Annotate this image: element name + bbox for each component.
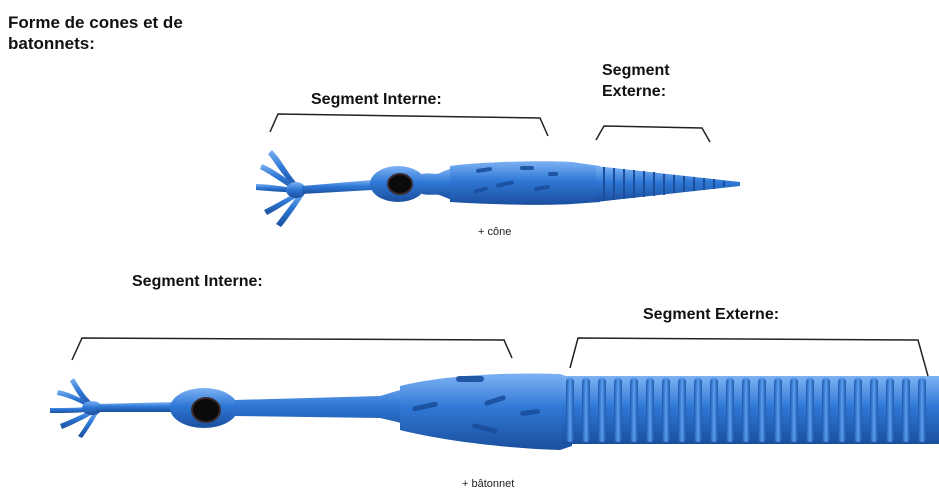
cone-cell [256,150,740,227]
rod-outer-segment-bracket [570,338,928,376]
cone-outer-segment-bracket [596,126,710,142]
cone-axon [302,180,372,194]
rod-inner-segment-bracket [72,338,512,360]
rod-discs [566,378,926,442]
cone-inner-segment-bracket [270,114,548,136]
cone-synaptic-terminal [256,150,306,227]
rod-nucleus [192,398,220,422]
cone-outer-segment [596,166,740,202]
rod-axon [96,402,176,412]
rod-synaptic-terminal [50,378,102,438]
cone-nucleus [388,174,412,194]
rod-inner-segment [400,374,572,451]
rod-cell [50,374,939,451]
